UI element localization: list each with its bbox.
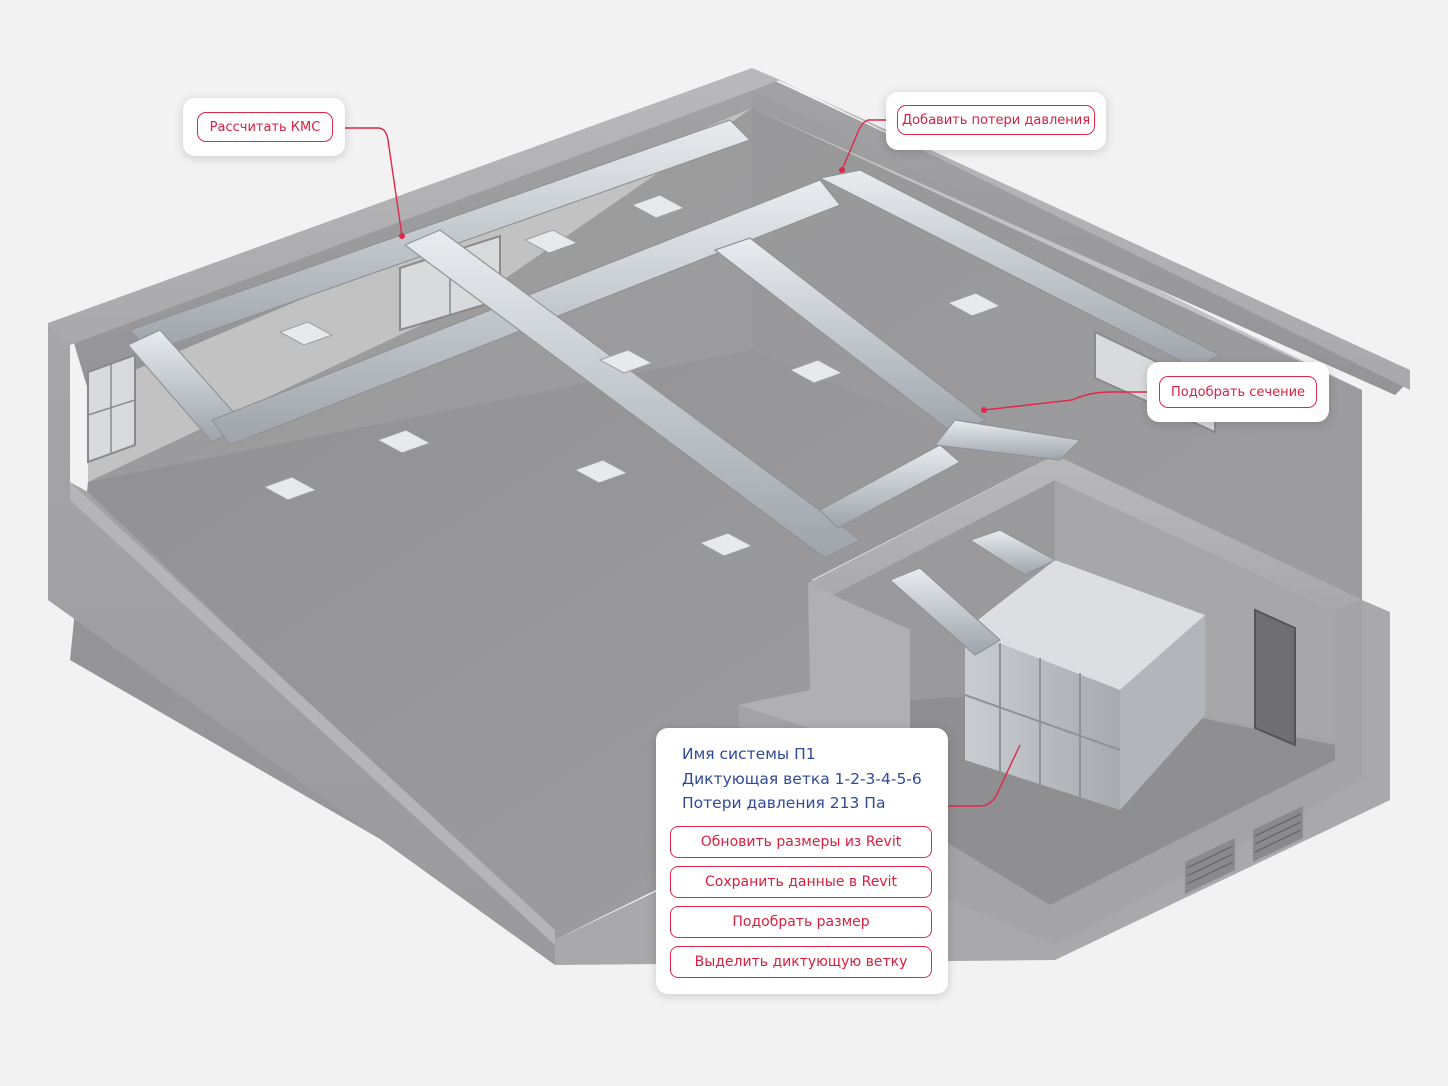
- add-pressure-loss-callout: Добавить потери давления: [886, 92, 1106, 150]
- calc-kms-button[interactable]: Рассчитать КМС: [197, 112, 333, 142]
- pick-size-button[interactable]: Подобрать размер: [670, 906, 932, 938]
- pick-section-callout: Подобрать сечение: [1147, 362, 1329, 422]
- add-pressure-loss-button[interactable]: Добавить потери давления: [897, 105, 1095, 135]
- highlight-critical-branch-button[interactable]: Выделить диктующую ветку: [670, 946, 932, 978]
- critical-branch-text: Диктующая ветка 1-2-3-4-5-6: [682, 770, 922, 788]
- update-sizes-from-revit-button[interactable]: Обновить размеры из Revit: [670, 826, 932, 858]
- pick-section-button[interactable]: Подобрать сечение: [1159, 376, 1317, 408]
- system-name-text: Имя системы П1: [682, 745, 816, 763]
- pressure-loss-text: Потери давления 213 Па: [682, 794, 886, 812]
- save-data-to-revit-button[interactable]: Сохранить данные в Revit: [670, 866, 932, 898]
- calc-kms-callout: Рассчитать КМС: [183, 98, 345, 156]
- system-info-panel: Имя системы П1 Диктующая ветка 1-2-3-4-5…: [656, 728, 948, 994]
